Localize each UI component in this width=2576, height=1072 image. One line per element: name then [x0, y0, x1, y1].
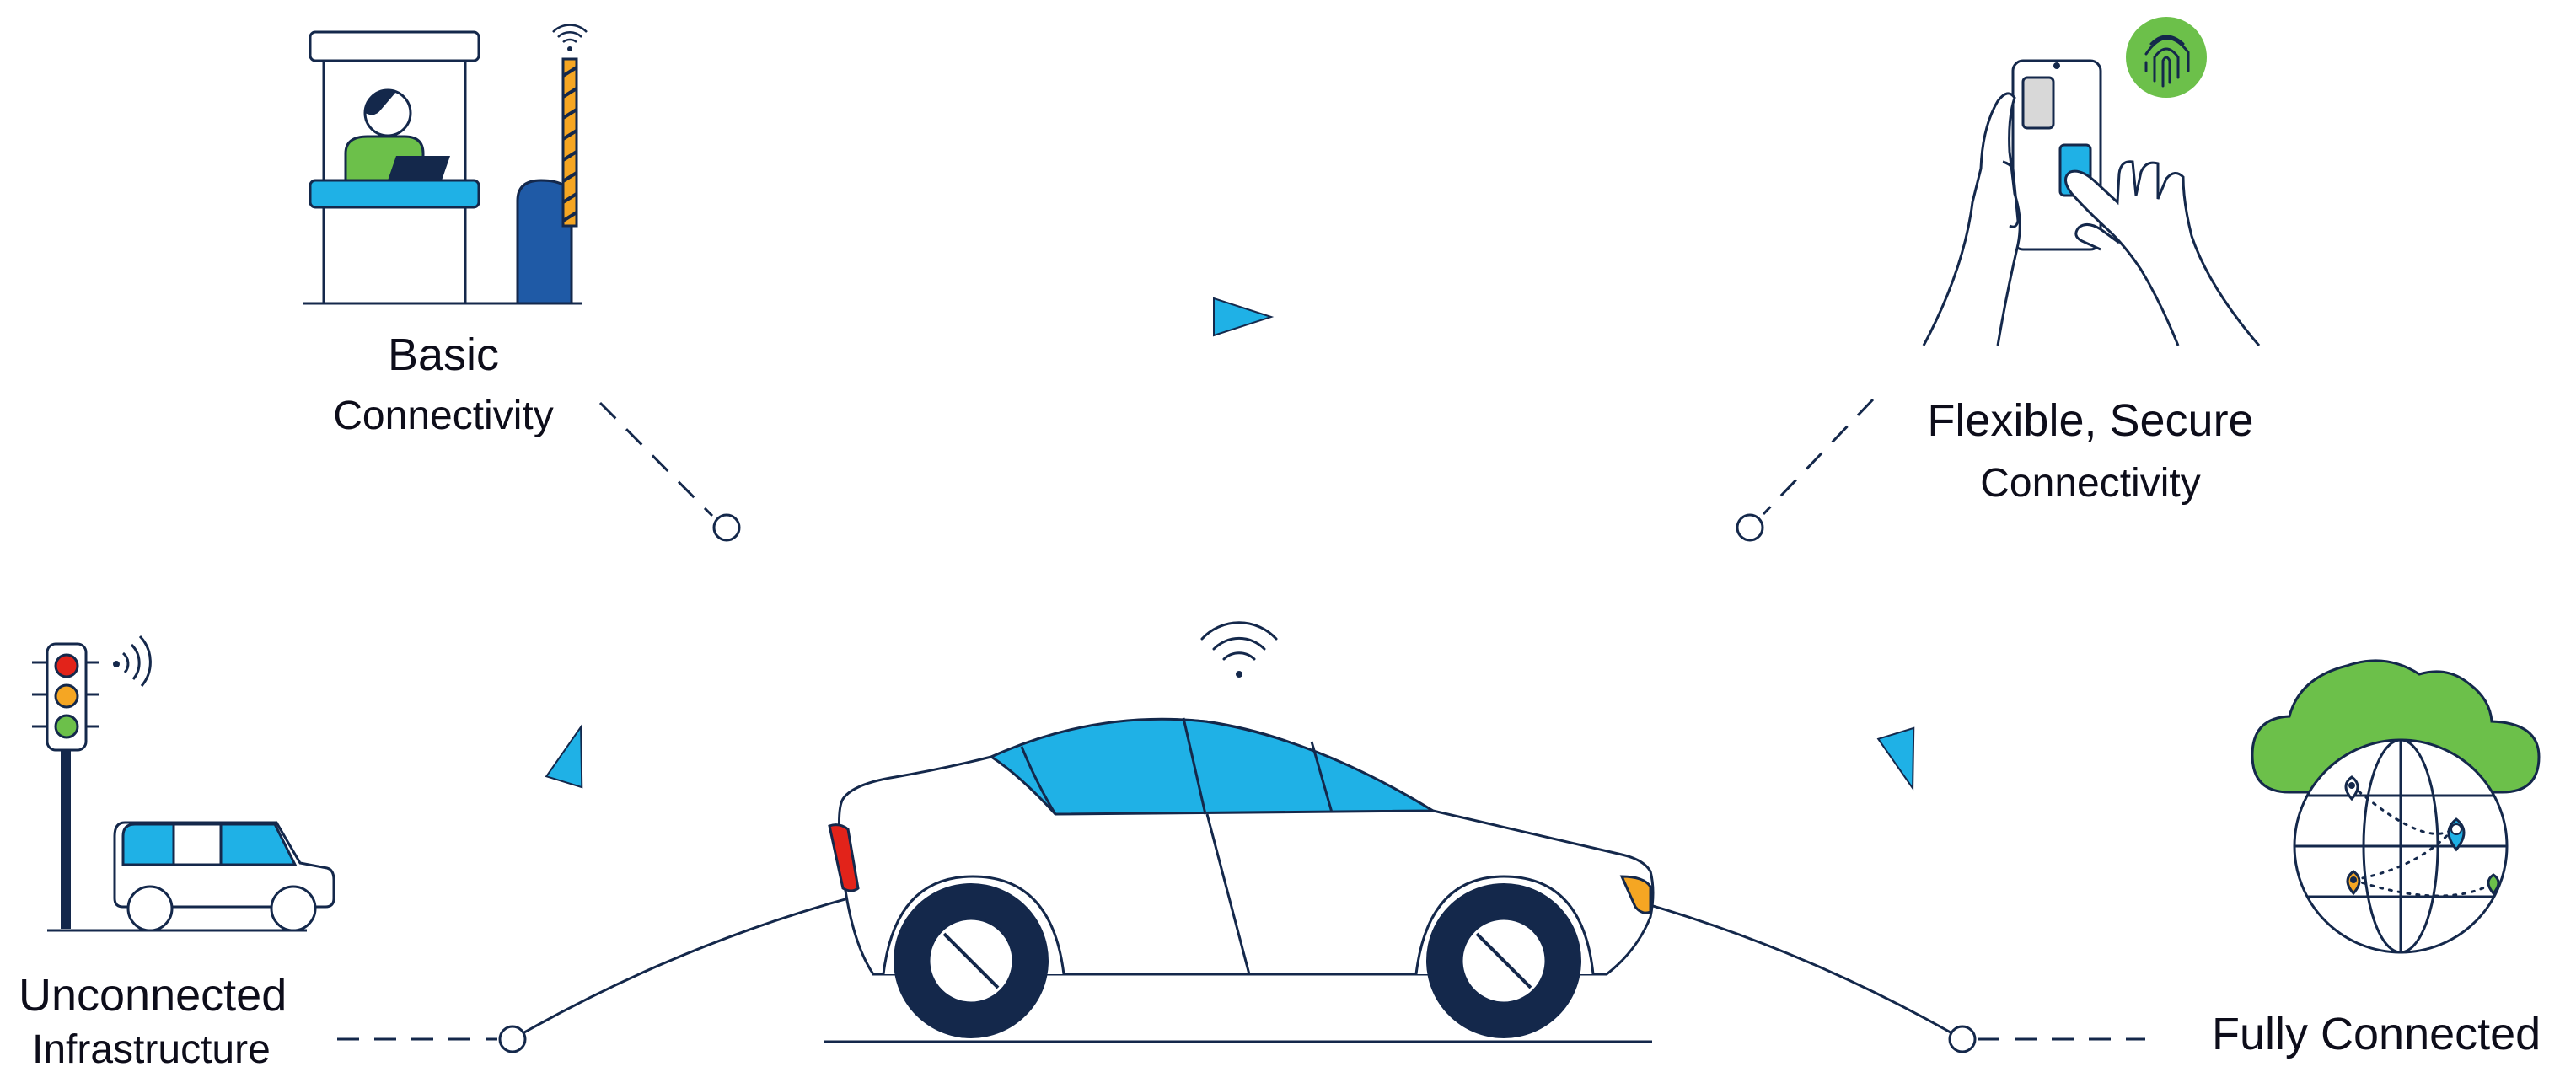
stage-subtitle-flexible: Connectivity [1686, 464, 2495, 504]
node-flexible [1737, 515, 1763, 540]
arrow-right-icon [1878, 728, 1930, 794]
stage-title-basic: Basic [0, 332, 887, 378]
node-fully [1950, 1026, 1975, 1052]
van-icon [47, 823, 334, 930]
car-icon [824, 718, 1653, 1042]
wifi-icon [1202, 623, 1276, 678]
stage-title-unconnected: Unconnected [19, 973, 287, 1018]
stage-title-fully: Fully Connected [2212, 1011, 2541, 1057]
arrow-left-icon [546, 721, 598, 787]
stage-title-flexible: Flexible, Secure [1686, 398, 2495, 443]
toll-booth-icon [303, 25, 587, 303]
smartphone-fingerprint-icon [1924, 17, 2259, 346]
stage-subtitle-basic: Connectivity [0, 396, 887, 437]
node-basic [714, 515, 739, 540]
stage-subtitle-unconnected: Infrastructure [32, 1030, 271, 1070]
arrow-top-icon [1214, 298, 1271, 335]
cloud-globe-icon [2252, 661, 2539, 952]
node-unconnected [500, 1026, 525, 1052]
